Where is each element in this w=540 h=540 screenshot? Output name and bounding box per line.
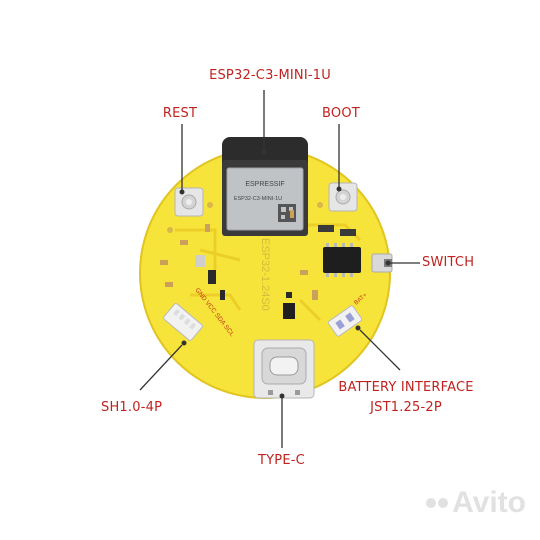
sh-label: SH1.0-4P <box>101 400 163 415</box>
esp32-label: ESP32-C3-MINI-1U <box>209 68 331 83</box>
typec-label: TYPE-C <box>258 453 305 468</box>
rest-button <box>174 187 204 217</box>
module-brand: ESPRESSIF <box>245 181 284 188</box>
boot-label: BOOT <box>322 106 360 121</box>
callout-dots <box>179 149 391 399</box>
pcb-traces <box>175 223 362 322</box>
watermark-logo-icon <box>426 498 449 508</box>
module-model: ESP32-C3-MINI-1U <box>234 196 282 202</box>
watermark-text: Avito <box>452 486 526 519</box>
sh-connector <box>163 303 203 341</box>
pcb-id-silkscreen: ESP32-1.24S0 <box>259 238 271 311</box>
smd-components <box>160 202 356 319</box>
typec-port <box>253 339 315 399</box>
switch-label: SWITCH <box>422 255 475 270</box>
rest-label: REST <box>162 106 198 121</box>
chip-ic <box>323 247 361 273</box>
battery-connector <box>327 305 363 337</box>
battery-label: BATTERY INTERFACE JST1.25-2P <box>332 378 480 418</box>
battery-label-line1: BATTERY INTERFACE <box>338 380 474 395</box>
boot-button <box>328 182 358 212</box>
watermark: Avito <box>426 486 526 520</box>
callout-lines <box>139 90 420 448</box>
battery-label-line2: JST1.25-2P <box>370 400 442 415</box>
